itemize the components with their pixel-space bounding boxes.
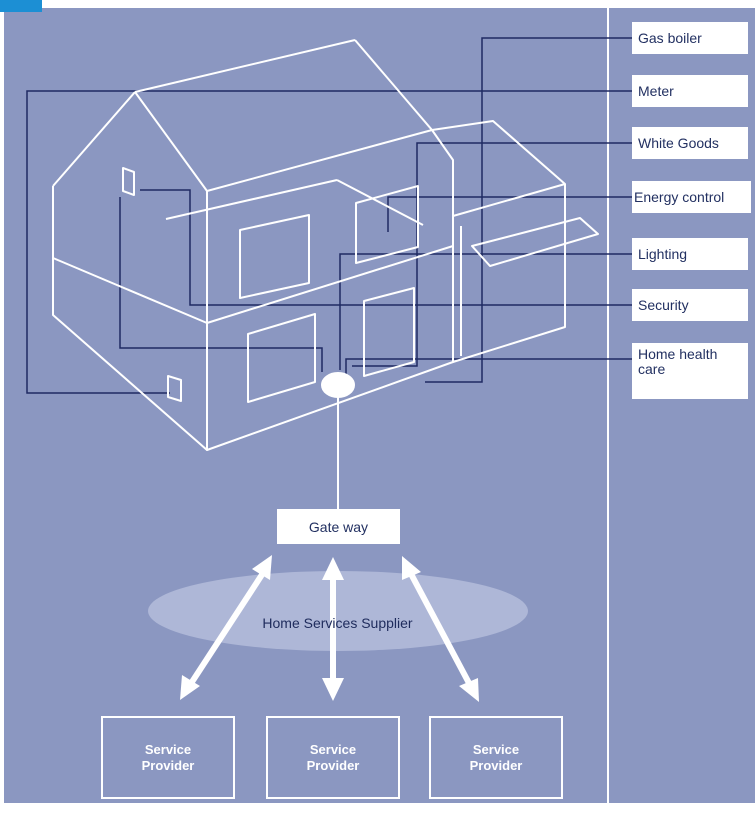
gateway-node-ellipse [321, 372, 355, 398]
vertical-divider [607, 8, 609, 803]
house-left-wall [52, 186, 208, 451]
provider-label: Service Provider [141, 741, 195, 773]
service-provider-box-2: Service Provider [266, 716, 400, 799]
connector-security [140, 189, 632, 306]
connector-meter [26, 90, 632, 394]
connector-lighting [339, 253, 632, 370]
corner-accent-tab [0, 0, 42, 12]
window-side-lower [167, 375, 182, 402]
window-upper-right [355, 185, 419, 264]
service-provider-box-3: Service Provider [429, 716, 563, 799]
label-lighting: Lighting [632, 238, 748, 270]
label-gas-boiler: Gas boiler [632, 22, 748, 54]
window-side-upper [122, 167, 135, 196]
connector-gas-boiler [425, 37, 632, 383]
house-front-wall [206, 129, 454, 451]
gateway-box: Gate way [277, 509, 400, 544]
provider-label: Service Provider [306, 741, 360, 773]
label-home-health-care: Home health care [632, 343, 748, 399]
device-connector-lines [26, 37, 632, 394]
frame-top-border [0, 0, 755, 8]
window-lower-left [247, 313, 316, 403]
label-security: Security [632, 289, 748, 321]
label-energy-control: Energy control [632, 181, 751, 213]
supplier-ellipse [148, 571, 528, 651]
frame-bottom-border [0, 803, 755, 828]
arrow-middle [322, 557, 344, 701]
window-extension [471, 217, 599, 267]
frame-left-border [0, 0, 4, 828]
gateway-link [321, 372, 355, 509]
provider-label: Service Provider [469, 741, 523, 773]
label-white-goods: White Goods [632, 127, 748, 159]
connector-energy-control [387, 196, 632, 232]
service-provider-box-1: Service Provider [101, 716, 235, 799]
arrow-left [180, 555, 272, 700]
supplier-label: Home Services Supplier [262, 615, 413, 631]
label-meter: Meter [632, 75, 748, 107]
arrow-right [402, 556, 479, 702]
house-outline [52, 39, 599, 451]
supplier-arrows [180, 555, 479, 702]
connector-inner-loop [119, 197, 323, 372]
window-upper-left [239, 214, 310, 299]
connector-home-health-care [345, 358, 632, 378]
house-door [363, 287, 415, 377]
